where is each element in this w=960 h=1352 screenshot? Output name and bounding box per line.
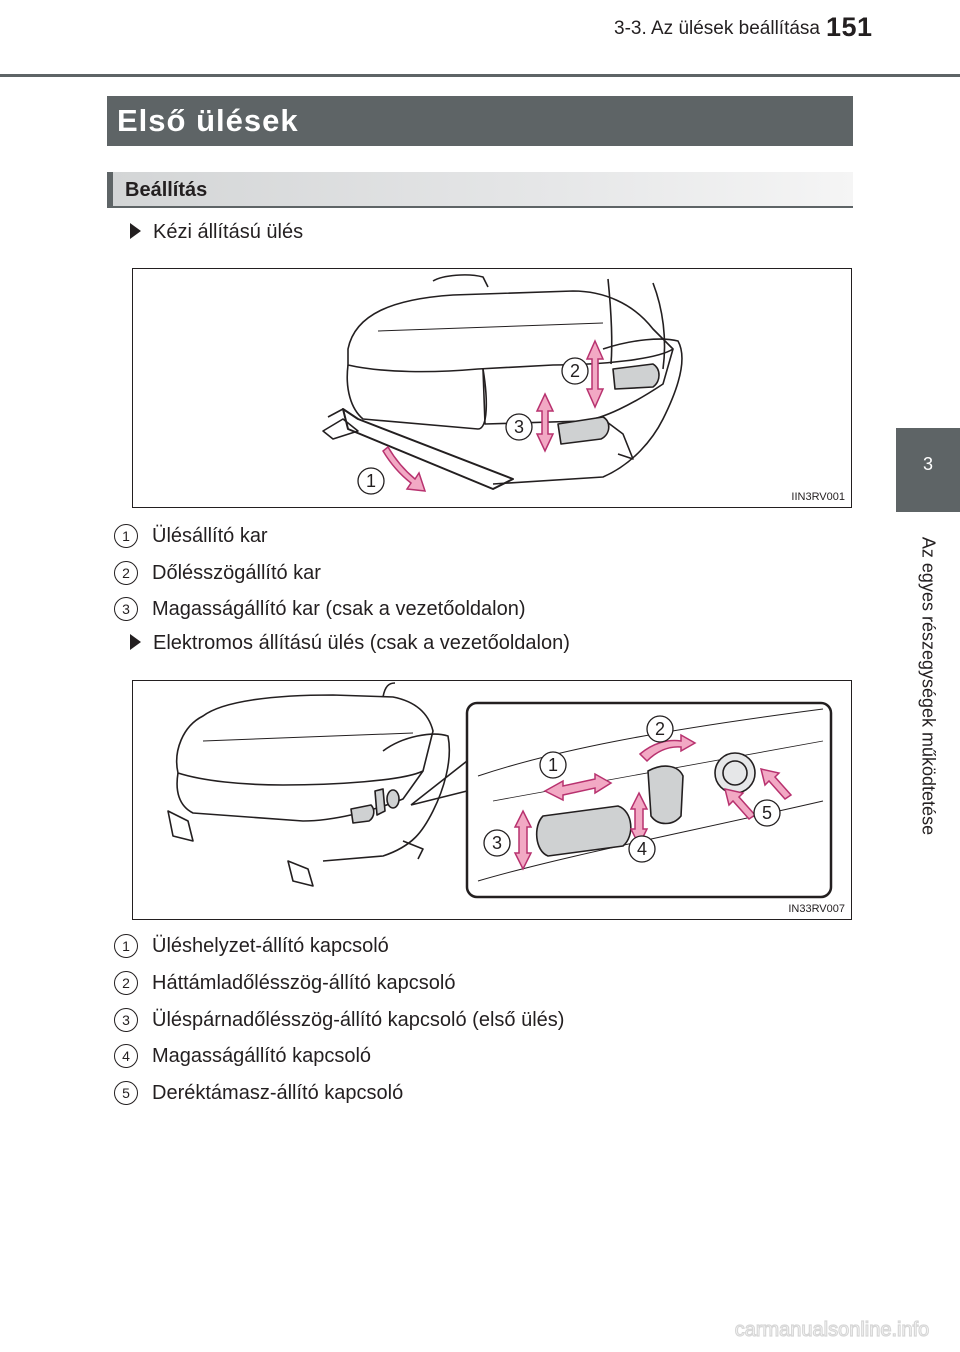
- figure-manual-seat: 2 3 1 IIN3RV001: [132, 268, 852, 508]
- callout-3: 3: [492, 833, 502, 853]
- list-item: 1 Ülésállító kar: [114, 524, 268, 548]
- list-item: 3 Üléspárnadőlésszög-állító kapcsoló (els…: [114, 1008, 564, 1032]
- manual-seat-illustration: 2 3 1: [322, 274, 683, 495]
- item-text: Deréktámasz-állító kapcsoló: [152, 1082, 404, 1104]
- bullet-text: Kézi állítású ülés: [153, 221, 304, 243]
- item-number: 1: [114, 934, 138, 958]
- list-item: 3 Magasságállító kar (csak a vezetőoldalo…: [114, 597, 526, 621]
- watermark-text: carmanualsonline.info: [735, 1319, 930, 1341]
- item-number: 2: [114, 561, 138, 585]
- chapter-tab: 3: [896, 428, 960, 512]
- callout-1: 1: [548, 755, 558, 775]
- section-title-bar: Első ülések: [107, 96, 853, 146]
- callout-2: 2: [655, 719, 665, 739]
- callout-4: 4: [637, 839, 647, 859]
- bullet-text: Elektromos állítású ülés (csak a vezetőo…: [153, 632, 570, 654]
- subheading: Beállítás: [125, 179, 208, 201]
- item-text: Üléspárnadőlésszög-állító kapcsoló (első…: [152, 1009, 565, 1031]
- section-header: 3-3. Az ülések beállítása: [614, 18, 820, 39]
- callout-5: 5: [762, 803, 772, 823]
- item-number: 1: [114, 524, 138, 548]
- callout-1: 1: [366, 471, 376, 491]
- callout-2: 2: [570, 361, 580, 381]
- item-number: 3: [114, 1008, 138, 1032]
- list-item: 5 Deréktámasz-állító kapcsoló: [114, 1081, 403, 1105]
- item-text: Magasságállító kapcsoló: [152, 1045, 372, 1067]
- item-number: 2: [114, 971, 138, 995]
- list-item: 2 Dőlésszögállító kar: [114, 561, 321, 585]
- figure-code: IIN3RV001: [791, 491, 845, 503]
- item-text: Háttámladőlésszög-állító kapcsoló: [152, 972, 456, 994]
- callout-3: 3: [514, 417, 524, 437]
- item-text: Dőlésszögállító kar: [152, 562, 321, 584]
- subheading-bar: Beállítás: [107, 172, 853, 208]
- list-item: 2 Háttámladőlésszög-állító kapcsoló: [114, 971, 456, 995]
- triangle-bullet-icon: [130, 634, 141, 650]
- figure-code: IN33RV007: [788, 903, 845, 915]
- item-number: 4: [114, 1044, 138, 1068]
- list-item: 1 Üléshelyzet-állító kapcsoló: [114, 934, 389, 958]
- triangle-bullet-icon: [130, 223, 141, 239]
- bullet-power-seat: Elektromos állítású ülés (csak a vezetőo…: [130, 632, 570, 655]
- item-number: 3: [114, 597, 138, 621]
- item-text: Üléshelyzet-állító kapcsoló: [152, 935, 389, 957]
- section-title: Első ülések: [117, 103, 299, 138]
- page-number: 151: [826, 12, 873, 42]
- header-rule: [0, 74, 960, 77]
- figure-power-seat: 1 2 3 4 5 IN33RV007: [132, 680, 852, 920]
- watermark-logo: carmanualsonline.info: [734, 1318, 930, 1341]
- item-text: Magasságállító kar (csak a vezetőoldalon…: [152, 598, 526, 620]
- bullet-manual-seat: Kézi állítású ülés: [130, 221, 303, 244]
- item-text: Ülésállító kar: [152, 525, 268, 547]
- chapter-label: Az egyes részegységek működtetése: [918, 536, 939, 836]
- list-item: 4 Magasságállító kapcsoló: [114, 1044, 371, 1068]
- item-number: 5: [114, 1081, 138, 1105]
- power-seat-illustration: 1 2 3 4 5: [167, 682, 833, 899]
